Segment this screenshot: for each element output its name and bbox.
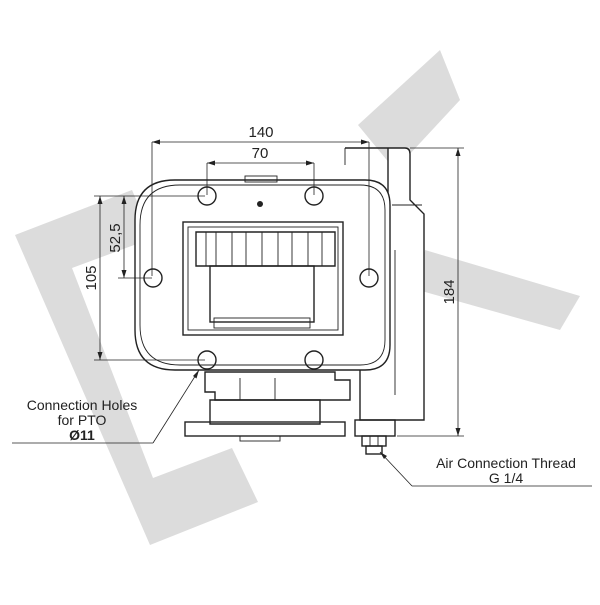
pto-callout-line1: Connection Holes	[27, 397, 138, 413]
dim-184-label: 184	[441, 279, 458, 304]
watermark-stroke-k-lower	[418, 250, 580, 330]
mounting-plate	[134, 175, 391, 371]
watermark-stroke-e	[15, 190, 258, 545]
shaft-housing	[209, 265, 315, 323]
dim-70-label: 70	[252, 145, 269, 162]
air-leader	[379, 451, 592, 487]
dim-105-label: 105	[83, 265, 100, 290]
fitting-nipple	[365, 445, 383, 455]
base-upper	[204, 371, 351, 401]
plate-outline	[134, 179, 391, 371]
air-fitting	[354, 419, 396, 455]
base-middle	[209, 399, 321, 425]
dim-70	[206, 160, 315, 195]
plate-inner-edge	[139, 184, 386, 366]
plate-top-notch	[244, 175, 278, 183]
dim-140	[151, 139, 370, 276]
fitting-nut	[361, 435, 387, 447]
dim-105	[94, 195, 205, 361]
hole-bottom-right	[304, 350, 324, 370]
base-stub	[239, 435, 281, 442]
center-mark	[257, 201, 263, 207]
pto-callout-line2: for PTO	[58, 412, 107, 428]
air-callout-line1: Air Connection Thread	[436, 455, 576, 471]
gear-teeth	[205, 232, 323, 266]
watermark-stroke-k-upper	[358, 50, 460, 170]
shaft-base	[213, 317, 311, 329]
dim-52-5-label: 52,5	[107, 223, 124, 252]
watermark-logo	[15, 50, 580, 545]
dim-184	[397, 147, 464, 437]
gear-window	[182, 221, 344, 336]
dim-140-label: 140	[248, 124, 273, 141]
air-callout-line2: G 1/4	[489, 470, 523, 486]
gear-body	[195, 231, 336, 267]
window-frame	[182, 221, 344, 336]
dim-52-5	[118, 195, 205, 279]
pto-callout-diameter: Ø11	[69, 427, 95, 443]
fitting-block	[354, 419, 396, 437]
base-assembly	[184, 371, 351, 442]
pto-leader	[12, 369, 200, 444]
window-inner	[187, 226, 339, 331]
